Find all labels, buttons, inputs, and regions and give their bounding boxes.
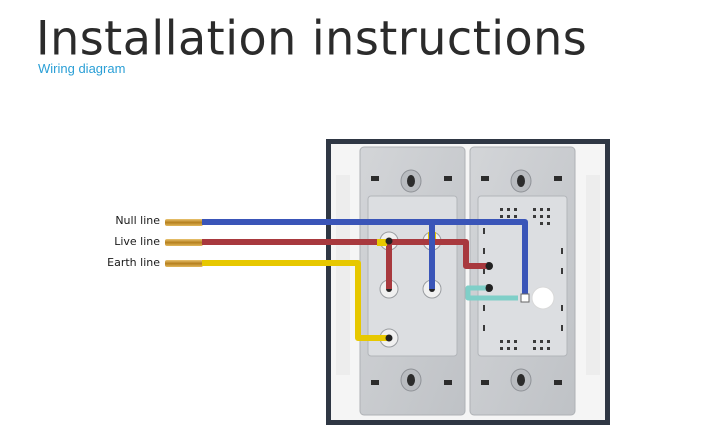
null-line-label: Null line [115,214,160,227]
live-wire-sleeve [377,239,387,246]
live-line-label: Live line [114,235,160,248]
earth-line-terminal [165,260,203,267]
left-module [359,146,466,416]
plate-strip-right [586,175,600,375]
earth-line-label: Earth line [107,256,160,269]
live-wire [202,239,489,269]
sensor-wire [465,285,518,301]
plate-strip-left [336,175,350,375]
null-line-terminal [165,219,203,226]
page-subtitle: Wiring diagram [38,61,126,76]
live-line-terminal [165,239,203,246]
page-title: Installation instructions [36,10,588,66]
null-wire [202,219,528,298]
earth-wire [202,260,389,341]
null-wire-end [520,293,530,303]
